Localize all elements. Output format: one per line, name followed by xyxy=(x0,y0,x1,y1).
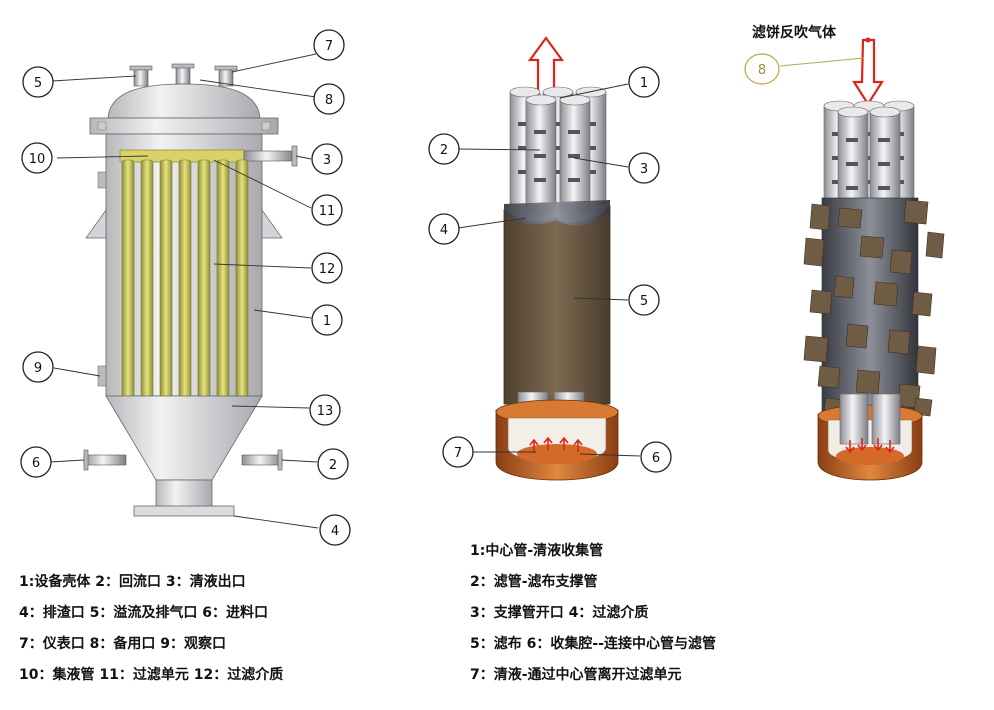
callout: 5 xyxy=(628,284,660,316)
vessel-leaders xyxy=(49,53,319,529)
cloth-fragment xyxy=(833,275,855,299)
vessel-callouts: 5 7 8 10 3 11 12 1 9 13 6 2 4 xyxy=(20,29,351,546)
callout: 9 xyxy=(22,351,54,383)
cloth-fragment xyxy=(903,199,929,225)
filter-tube xyxy=(216,159,230,419)
callout-number: 13 xyxy=(317,404,334,419)
legend-element-line: 7：清液-通过中心管离开过滤单元 xyxy=(470,667,682,683)
legend-vessel-line: 1:设备壳体 2：回流口 3：清液出口 xyxy=(19,574,246,590)
callout: 5 xyxy=(22,66,54,98)
element-callouts: 1 2 3 4 5 7 6 xyxy=(428,66,672,473)
callout-number: 6 xyxy=(32,456,40,471)
callout-number: 5 xyxy=(34,76,42,91)
filter-tube xyxy=(140,159,154,419)
callout-number: 11 xyxy=(319,204,336,219)
cloth-fragment xyxy=(855,369,881,395)
callout: 2 xyxy=(317,448,349,480)
callout: 13 xyxy=(309,394,341,426)
callout-number: 1 xyxy=(640,76,648,91)
callout: 6 xyxy=(20,446,52,478)
callout-number: 9 xyxy=(34,361,42,376)
backflush-gas-label: 滤饼反吹气体 xyxy=(752,25,836,41)
callout-number: 4 xyxy=(440,223,448,238)
cloth-fragment xyxy=(887,329,911,355)
backflush-callout-number: 8 xyxy=(758,63,766,78)
callout: 11 xyxy=(311,194,343,226)
filter-tube xyxy=(159,159,173,419)
callout: 3 xyxy=(311,143,343,175)
callout-number: 4 xyxy=(331,524,339,539)
callout-number: 7 xyxy=(454,446,462,461)
callout: 10 xyxy=(21,142,53,174)
callout: 4 xyxy=(428,213,460,245)
filter-element xyxy=(495,36,619,481)
filter-tube xyxy=(178,159,192,419)
cloth-fragment xyxy=(925,231,945,259)
cloth-fragment xyxy=(913,397,933,417)
filter-tube xyxy=(121,159,135,419)
cloth-fragment xyxy=(809,203,831,231)
cloth-fragment xyxy=(803,335,829,363)
backflush-element xyxy=(803,37,945,481)
filter-tube xyxy=(235,159,249,419)
callout: 2 xyxy=(428,133,460,165)
legend-element-line: 1:中心管-清液收集管 xyxy=(470,543,604,559)
element-leaders xyxy=(457,83,641,457)
legend-vessel-line: 10：集液管 11：过滤单元 12：过滤介质 xyxy=(19,667,284,683)
cloth-fragment xyxy=(817,365,841,389)
callout: 4 xyxy=(319,514,351,546)
callout: 6 xyxy=(640,441,672,473)
callout-number: 5 xyxy=(640,294,648,309)
callout-number: 7 xyxy=(325,39,333,54)
callout: 12 xyxy=(311,252,343,284)
cloth-fragment xyxy=(859,235,885,259)
callout: 7 xyxy=(442,436,474,468)
callout-number: 2 xyxy=(440,143,448,158)
callout: 3 xyxy=(628,152,660,184)
cloth-fragment xyxy=(845,323,869,349)
callout: 7 xyxy=(313,29,345,61)
callout-number: 2 xyxy=(329,458,337,473)
backflush-callout: 8 xyxy=(744,53,780,85)
callout: 8 xyxy=(313,83,345,115)
callout-number: 1 xyxy=(323,314,331,329)
callout-number: 10 xyxy=(29,152,46,167)
cloth-fragment xyxy=(889,249,913,275)
legend-element-line: 3：支撑管开口 4：过滤介质 xyxy=(470,605,649,621)
cloth-fragment xyxy=(873,281,899,307)
cloth-fragment xyxy=(911,291,933,317)
callout: 1 xyxy=(311,304,343,336)
legend-element-line: 5：滤布 6：收集腔--连接中心管与滤管 xyxy=(470,636,716,652)
cloth-fragment xyxy=(915,345,937,375)
callout-number: 3 xyxy=(323,153,331,168)
callout-number: 3 xyxy=(640,162,648,177)
cloth-fragment xyxy=(837,207,863,229)
legend-element-line: 2：滤管-滤布支撑管 xyxy=(470,574,598,590)
cloth-fragment xyxy=(803,237,825,267)
backflush-down-arrow xyxy=(851,38,885,107)
cloth-fragment xyxy=(809,289,833,315)
filter-vessel xyxy=(83,63,298,517)
backflush-leader xyxy=(779,57,865,67)
filter-tube xyxy=(197,159,211,419)
legend-vessel-line: 4：排渣口 5：溢流及排气口 6：进料口 xyxy=(19,605,268,621)
callout: 1 xyxy=(628,66,660,98)
callout-number: 12 xyxy=(319,262,336,277)
callout-number: 8 xyxy=(325,93,333,108)
callout-number: 6 xyxy=(652,451,660,466)
legend-vessel-line: 7：仪表口 8：备用口 9：观察口 xyxy=(19,636,226,652)
